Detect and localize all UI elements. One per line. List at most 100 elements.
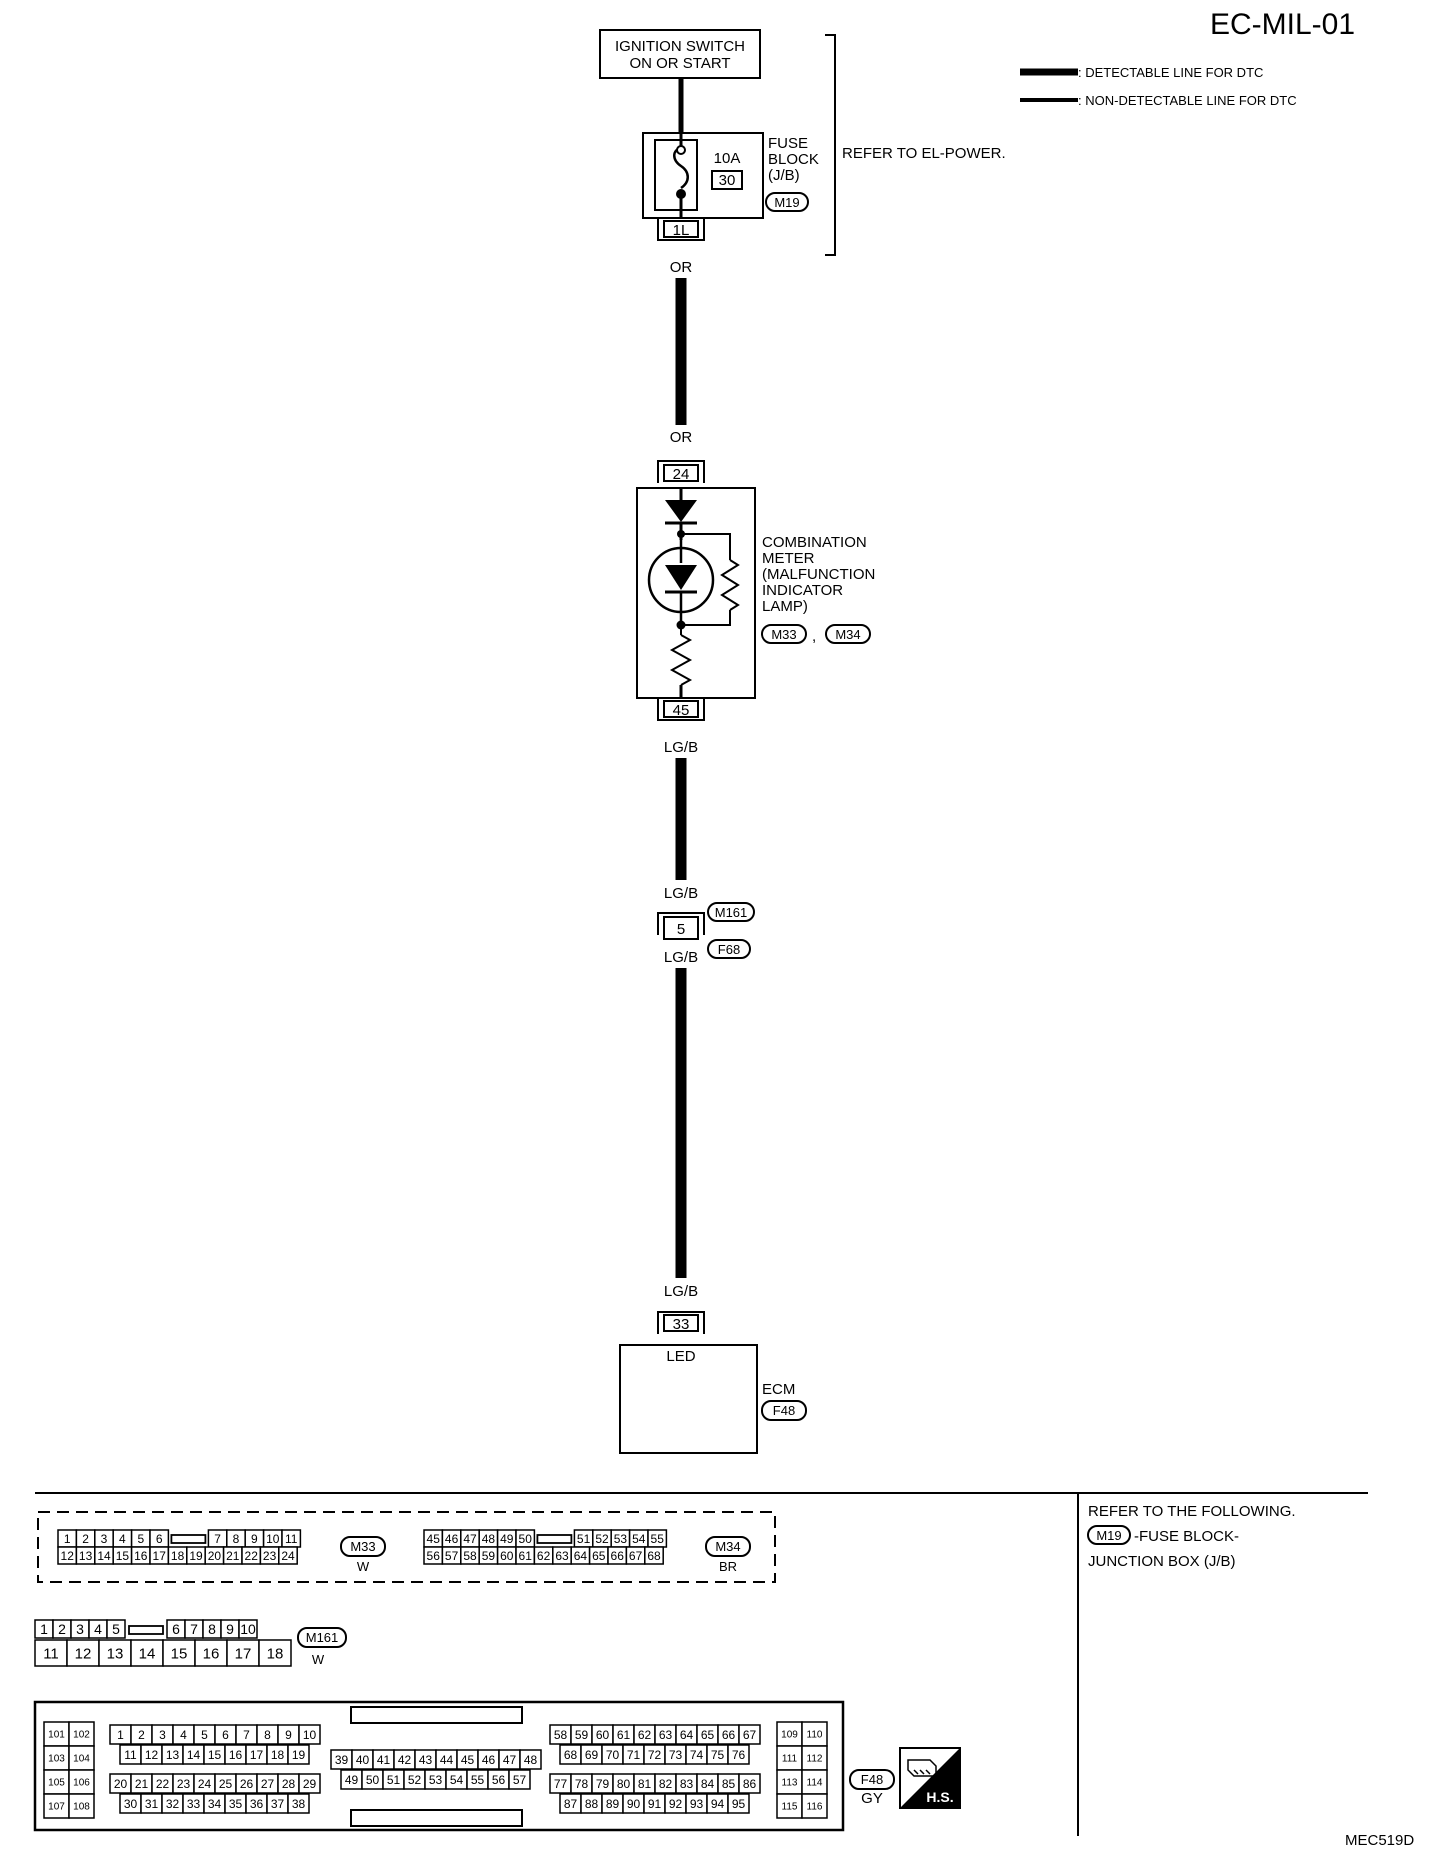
pin-number: 14 xyxy=(139,1645,156,1662)
pin-number: 66 xyxy=(611,1549,625,1563)
pin-number: 60 xyxy=(500,1549,514,1563)
connector-cavity xyxy=(162,1639,196,1667)
pin-number: 11 xyxy=(43,1645,59,1662)
pin-number: 38 xyxy=(292,1797,306,1811)
pin-number: 106 xyxy=(73,1778,90,1789)
ignition-switch-line2: ON OR START xyxy=(629,55,730,72)
pin-number: 17 xyxy=(235,1645,252,1662)
pin-number: 49 xyxy=(345,1773,359,1787)
pin-number: 68 xyxy=(647,1549,661,1563)
pin-number: 92 xyxy=(669,1797,683,1811)
pin-number: 81 xyxy=(638,1777,652,1791)
pin-number: 77 xyxy=(554,1777,568,1791)
connector-cavity xyxy=(287,1744,310,1765)
pin-number: 13 xyxy=(79,1549,93,1563)
pin-number: 50 xyxy=(366,1773,380,1787)
pin-number: 52 xyxy=(595,1532,609,1546)
pin-number: 107 xyxy=(48,1802,65,1813)
pin-number: 65 xyxy=(592,1549,606,1563)
meter-line3: (MALFUNCTION xyxy=(762,566,875,583)
pin-number: 63 xyxy=(659,1728,673,1742)
pin-number: 24 xyxy=(281,1549,295,1563)
pin-number: 109 xyxy=(781,1730,798,1741)
pin-number: 16 xyxy=(134,1549,148,1563)
ecm-connector: F48 xyxy=(773,1403,795,1418)
pin-number: 61 xyxy=(519,1549,533,1563)
pin-number: 20 xyxy=(208,1549,222,1563)
pin-number: 69 xyxy=(585,1748,599,1762)
connector-m34-name: M34 xyxy=(715,1539,740,1554)
pin-number: 44 xyxy=(440,1753,454,1767)
pin-number: 6 xyxy=(156,1532,163,1546)
pin-number: 18 xyxy=(171,1549,185,1563)
pin-number: 7 xyxy=(190,1621,198,1637)
pin-number: 1 xyxy=(117,1728,124,1742)
pin-number: 28 xyxy=(282,1777,296,1791)
pin-number: 50 xyxy=(519,1532,533,1546)
pin-number: 13 xyxy=(166,1748,180,1762)
pin-number: 48 xyxy=(524,1753,538,1767)
meter-pin-top: 24 xyxy=(673,466,690,483)
refer-box: REFER TO THE FOLLOWING. M19 -FUSE BLOCK-… xyxy=(1087,1503,1296,1570)
meter-line1: COMBINATION xyxy=(762,534,867,551)
pin-number: 6 xyxy=(222,1728,229,1742)
figure-code: MEC519D xyxy=(1345,1832,1414,1849)
wire-label-lgb-4: LG/B xyxy=(664,1283,698,1300)
pin-number: 12 xyxy=(75,1645,92,1662)
pin-number: 89 xyxy=(606,1797,620,1811)
pin-number: 70 xyxy=(606,1748,620,1762)
connector-cavity xyxy=(776,1721,803,1747)
pin-number: 3 xyxy=(159,1728,166,1742)
pin-number: 113 xyxy=(782,1778,798,1789)
connector-cavity xyxy=(298,1773,321,1794)
connector-cavity xyxy=(43,1721,70,1747)
pin-number: 112 xyxy=(807,1754,823,1765)
pin-number: 11 xyxy=(285,1532,298,1546)
pin-number: 7 xyxy=(243,1728,250,1742)
pin-number: 3 xyxy=(101,1532,108,1546)
pin-number: 14 xyxy=(97,1549,111,1563)
pin-number: 8 xyxy=(233,1532,240,1546)
pin-number: 93 xyxy=(690,1797,704,1811)
connector-m161-name: M161 xyxy=(306,1630,339,1645)
pin-number: 1 xyxy=(40,1621,48,1637)
connector-cavity xyxy=(68,1721,95,1747)
connector-cavity xyxy=(776,1769,803,1795)
pin-number: 40 xyxy=(356,1753,370,1767)
connector-m33-name: M33 xyxy=(350,1539,375,1554)
pin-number: 88 xyxy=(585,1797,599,1811)
pin-number: 58 xyxy=(463,1549,477,1563)
connector-cavity xyxy=(98,1639,132,1667)
connector-icon xyxy=(907,1759,937,1777)
resistor-parallel xyxy=(720,559,740,611)
pin-number: 52 xyxy=(408,1773,422,1787)
connector-f48-color: GY xyxy=(861,1790,883,1807)
fuse-block-line1: FUSE xyxy=(768,135,808,152)
pin-number: 108 xyxy=(73,1802,90,1813)
pin-number: 9 xyxy=(251,1532,258,1546)
pin-number: 10 xyxy=(266,1532,280,1546)
pin-number: 10 xyxy=(303,1728,317,1742)
pin-number: 91 xyxy=(648,1797,662,1811)
diagram-title: EC-MIL-01 xyxy=(1210,8,1355,41)
pin-number: 53 xyxy=(429,1773,443,1787)
pin-number: 2 xyxy=(58,1621,66,1637)
connector-cavity xyxy=(519,1749,542,1770)
connector-m33-color: W xyxy=(357,1559,370,1574)
pin-number: 21 xyxy=(135,1777,149,1791)
joint-pin: 5 xyxy=(677,921,685,938)
refer-connector: M19 xyxy=(1096,1528,1121,1543)
pin-number: 104 xyxy=(73,1754,90,1765)
connector-cavity xyxy=(66,1639,100,1667)
connector-cavity xyxy=(508,1769,531,1790)
pin-number: 56 xyxy=(427,1549,441,1563)
pin-number: 73 xyxy=(669,1748,683,1762)
pin-number: 64 xyxy=(574,1549,588,1563)
pin-number: 45 xyxy=(461,1753,475,1767)
pin-number: 32 xyxy=(166,1797,180,1811)
pin-number: 27 xyxy=(261,1777,275,1791)
meter-line5: LAMP) xyxy=(762,598,808,615)
